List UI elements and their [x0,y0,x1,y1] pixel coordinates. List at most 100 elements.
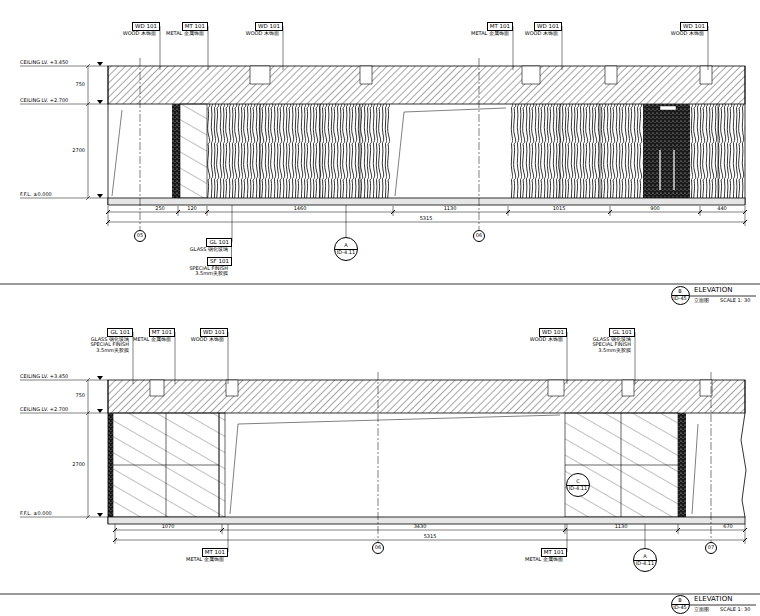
material-description: GLASS 钢化玻璃 [190,247,228,253]
tag-description: GLASS 钢化玻璃SPECIAL FINISH 3.5mm夹胶膜 [83,337,129,354]
material-code: WD 101 [542,329,564,335]
material-code: MT 101 [185,23,205,29]
dimension-tick [106,210,747,224]
material-tag: MT 101METAL 金属饰面 [541,548,567,557]
tag-description: WOOD 木饰面 [123,31,156,37]
tag-description: WOOD 木饰面 [525,31,558,37]
dimension-value: 120 [187,206,197,212]
material-tag: GL 101GLASS 钢化玻璃SPECIAL FINISH 3.5mm夹胶膜 [107,328,133,337]
material-code: WD 101 [135,23,157,29]
stone-strip [108,413,113,517]
level-label: F.F.L. ±0.000 [20,511,52,517]
level-marker [97,62,103,198]
dimension-value: 1130 [444,206,457,212]
material-tag: MT 101METAL 金属饰面 [202,548,228,557]
dimension-line [115,524,745,544]
leader-line [160,26,708,242]
material-description: METAL 金属饰面 [133,337,171,343]
sheet-number: ID-4.11 [337,250,355,256]
level-label: F.F.L. ±0.000 [20,192,52,198]
dimension-value: 1070 [162,524,175,530]
tag-description: METAL 金属饰面 [186,557,224,563]
level-label: CEILING LV. +3.450 [20,374,68,380]
wood-panel [690,104,745,198]
dimension-line [108,206,745,226]
tag-description: SPECIAL FINISH 3.5mm夹胶膜 [182,266,228,278]
dimension-value: 670 [723,524,733,530]
material-description: SPECIAL FINISH 3.5mm夹胶膜 [83,342,129,354]
glass-mullion [113,413,678,517]
reflection-mark [112,108,506,196]
grid-number: 07 [708,545,714,551]
material-description: WOOD 木饰面 [123,31,156,37]
material-tag: MT 101METAL 金属饰面 [487,22,513,31]
grid-bubble: 06 [372,542,384,554]
leader-line [231,247,232,257]
door-handle [660,150,674,190]
section-marker: AID-4.11 [633,548,657,572]
grid-bubble: 05 [134,230,146,242]
ceiling-band [108,66,745,104]
tag-description: METAL 金属饰面 [471,31,509,37]
level-line [20,66,108,198]
elevation-title: ELEVATION [694,287,732,295]
dimension-value: 2700 [72,148,85,154]
dimension-value: 1460 [294,206,307,212]
grid-line [140,58,479,230]
material-code: SF 101 [210,258,229,264]
marker-letter: B [678,289,681,295]
scale-note: SCALE 1: 30 [720,298,750,304]
wall-edge [108,380,746,524]
tag-description: GLASS 钢化玻璃 [190,247,228,253]
scale-note: SCALE 1: 30 [720,607,750,613]
tag-description: WOOD 木饰面 [246,31,279,37]
material-description: METAL 金属饰面 [166,31,204,37]
elevation-subtitle: 立面图 [694,298,709,304]
tag-description: METAL 金属饰面 [133,337,171,343]
material-code: WD 101 [258,23,280,29]
stone-pillar [172,104,180,198]
tag-description: WOOD 木饰面 [530,337,563,343]
level-line [20,380,108,517]
grid-bubble: 07 [705,542,717,554]
grid-number: 06 [375,545,381,551]
material-tag: WD 101WOOD 木饰面 [539,328,567,337]
tag-description: METAL 金属饰面 [166,31,204,37]
marker-letter: A [643,554,646,560]
tag-description: WOOD 木饰面 [671,31,704,37]
material-tag: WD 101WOOD 木饰面 [200,328,228,337]
sheet-number: ID-45 [673,605,687,611]
leader-line [133,332,645,552]
elevation-title: ELEVATION [694,596,732,604]
wood-panel [510,104,643,198]
elevation-title-bubble: BID-45 [671,595,690,614]
material-description: WOOD 木饰面 [191,337,224,343]
grid-number: 05 [137,233,143,239]
material-code: WD 101 [203,329,225,335]
material-tag: SF 101SPECIAL FINISH 3.5mm夹胶膜 [207,257,232,266]
sheet-divider [0,284,760,594]
title-underline [689,296,756,605]
sheet-number: ID-4.11 [569,486,587,492]
material-code: MT 101 [152,329,172,335]
dimension-value: 1130 [615,524,628,530]
dimension-total: 5315 [424,534,437,540]
grid-bubble: 06 [473,230,485,242]
material-tag: WD 101WOOD 木饰面 [255,22,283,31]
material-code: MT 101 [490,23,510,29]
dimension-value: 750 [75,82,85,88]
material-code: GL 101 [209,239,229,245]
tag-description: WOOD 木饰面 [191,337,224,343]
ceiling-band [108,380,745,413]
floor-band [108,198,745,205]
level-label: CEILING LV. +2.700 [20,407,68,413]
exit-sign [660,106,676,110]
elevation-title-bubble: BID-45 [671,286,690,305]
material-code: MT 101 [544,549,564,555]
height-dimension [86,378,90,519]
marker-letter: B [678,598,681,604]
material-description: WOOD 木饰面 [246,31,279,37]
material-tag: GL 101GLASS 钢化玻璃 [206,238,232,247]
